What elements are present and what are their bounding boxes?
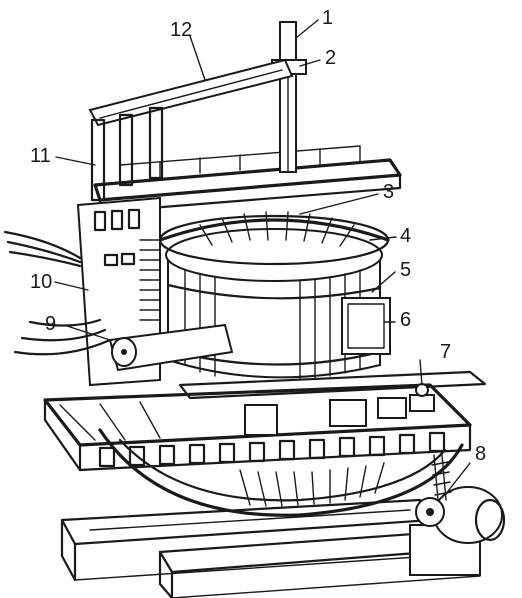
callout-9: 9 xyxy=(45,313,56,335)
deck-fixtures xyxy=(409,383,435,412)
leader-lines xyxy=(54,19,471,496)
electrode-column xyxy=(271,21,307,173)
tilting-platform xyxy=(43,383,472,472)
callout-5: 5 xyxy=(400,259,411,281)
electrode-arm xyxy=(88,58,294,202)
callout-3: 3 xyxy=(383,181,394,203)
callout-12: 12 xyxy=(170,19,192,41)
callout-1: 1 xyxy=(322,7,333,29)
callout-7: 7 xyxy=(440,341,451,363)
tapping-spout xyxy=(108,323,234,372)
callout-11: 11 xyxy=(30,145,51,167)
callout-2: 2 xyxy=(325,47,336,69)
callout-4: 4 xyxy=(400,225,411,247)
tilt-drive-motor xyxy=(409,454,506,576)
working-deck xyxy=(178,370,487,436)
callout-8: 8 xyxy=(475,443,486,465)
electrode-box xyxy=(341,297,391,355)
rocker-cradle xyxy=(98,428,464,517)
callout-10: 10 xyxy=(30,271,52,293)
callout-6: 6 xyxy=(400,309,411,331)
